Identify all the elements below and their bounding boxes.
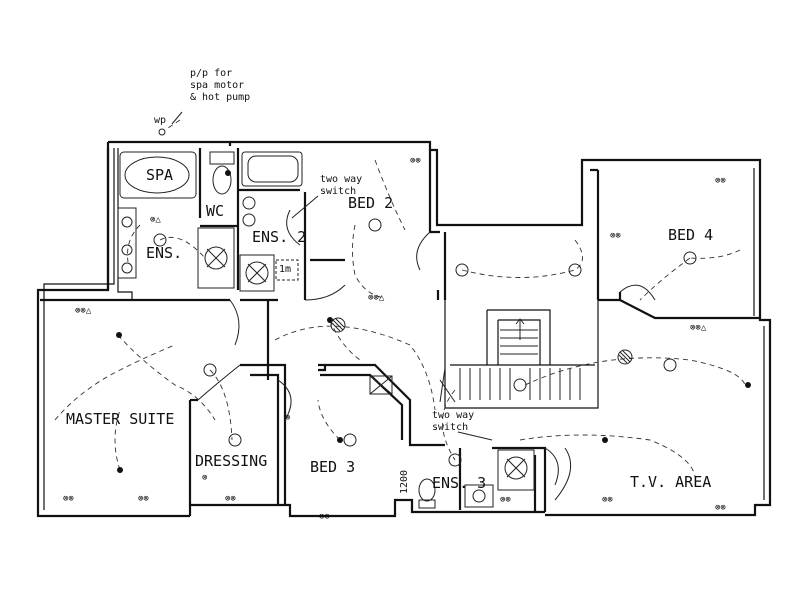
- svg-text:⊗⊗: ⊗⊗: [63, 494, 74, 504]
- note-pp-line2: spa motor: [190, 80, 244, 91]
- basin-ens2: [242, 196, 256, 227]
- power-outlets: ⊗⊗△ ⊗⊗ ⊗⊗△ ⊗⊗ ⊗⊗ ⊗⊗△ ⊗⊗ ⊗⊗ ⊗⊗ ⊗⊗ ⊗⊗ ⊗⊗ ⊗…: [63, 156, 726, 522]
- staircase: [459, 309, 581, 400]
- exhaust-fans: [330, 317, 633, 365]
- svg-text:⊗⊗: ⊗⊗: [410, 156, 421, 166]
- wiring-runs: [54, 119, 746, 486]
- label-tv-area: T.V. AREA: [630, 473, 711, 491]
- shower-ens: [197, 227, 235, 289]
- toilet-ens3: [418, 478, 436, 509]
- note-pp-line1: p/p for: [190, 68, 232, 79]
- label-ens2: ENS. 2: [252, 228, 306, 246]
- svg-text:⊗⊗: ⊗⊗: [500, 495, 511, 505]
- light-points: [116, 170, 751, 473]
- note-two-way-1b: switch: [320, 186, 356, 197]
- window-box-bed3: [369, 375, 393, 395]
- label-bed2: BED 2: [348, 194, 393, 212]
- label-ens: ENS.: [146, 244, 182, 262]
- svg-text:⊗⊗△: ⊗⊗△: [690, 323, 707, 333]
- svg-text:⊗⊗: ⊗⊗: [715, 503, 726, 513]
- label-spa: SPA: [146, 166, 173, 184]
- note-fan: 1m: [279, 264, 291, 275]
- note-two-way-2a: two way: [432, 410, 474, 421]
- svg-text:⊗⊗: ⊗⊗: [715, 176, 726, 186]
- room-labels: SPA WC ENS. ENS. 2 BED 2 BED 4 MASTER SU…: [66, 166, 713, 492]
- label-bed4: BED 4: [668, 226, 713, 244]
- label-wc: WC: [206, 202, 224, 220]
- toilet-wc: [209, 151, 235, 195]
- svg-text:⊗: ⊗: [202, 473, 207, 483]
- label-master-suite: MASTER SUITE: [66, 410, 174, 428]
- note-1200: 1200: [399, 470, 410, 494]
- svg-text:⊗△: ⊗△: [150, 215, 161, 225]
- spa-tub: [119, 151, 197, 199]
- wp-point: [158, 128, 166, 136]
- note-two-way-2b: switch: [432, 422, 468, 433]
- shower-ens3: [497, 449, 535, 491]
- fan-box-ens2: [275, 259, 299, 281]
- label-ens3: ENS. 3: [432, 474, 486, 492]
- doors: [197, 209, 656, 501]
- svg-text:⊗⊗: ⊗⊗: [319, 512, 330, 522]
- shower-ens2: [239, 254, 275, 292]
- svg-text:⊗⊗: ⊗⊗: [225, 494, 236, 504]
- svg-text:⊗⊗△: ⊗⊗△: [75, 306, 92, 316]
- note-pp-line3: & hot pump: [190, 92, 250, 103]
- exterior-walls: [36, 140, 772, 518]
- note-wp: wp: [154, 115, 166, 126]
- basin-ens3: [464, 484, 494, 508]
- annotations: p/p for spa motor & hot pump wp two way …: [154, 68, 493, 494]
- note-two-way-1a: two way: [320, 174, 362, 185]
- svg-text:⊗⊗: ⊗⊗: [610, 231, 621, 241]
- light-rings: [153, 218, 697, 467]
- svg-text:⊗⊗: ⊗⊗: [138, 494, 149, 504]
- label-bed3: BED 3: [310, 458, 355, 476]
- svg-text:⊗⊗: ⊗⊗: [602, 495, 613, 505]
- bathtub-ens2: [241, 151, 303, 187]
- interior-walls: [40, 148, 760, 512]
- label-dressing: DRESSING: [195, 452, 267, 470]
- svg-text:⊗: ⊗: [285, 413, 290, 423]
- svg-text:⊗⊗△: ⊗⊗△: [368, 293, 385, 303]
- vanity-ens: [117, 207, 137, 279]
